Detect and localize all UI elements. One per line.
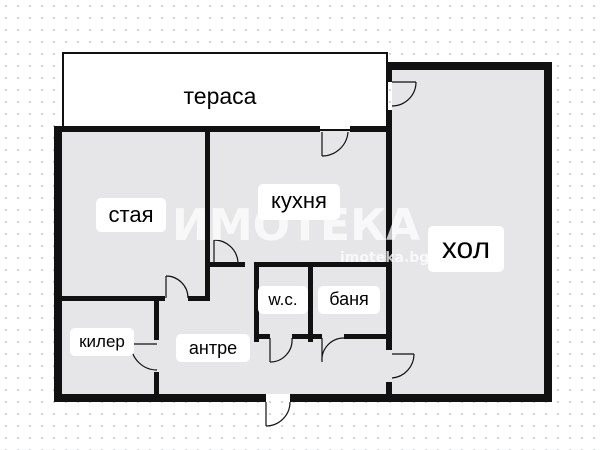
- room-door: [165, 275, 189, 299]
- entry-label-box: [176, 334, 250, 362]
- entry-label: антре: [189, 338, 237, 358]
- storage-label: килер: [79, 332, 125, 351]
- bath-label-box: [318, 286, 380, 314]
- bath-door: [321, 337, 345, 363]
- room-label-box: [96, 198, 166, 232]
- room-labels: тераса стая кухня хол килер антре w.c. б…: [70, 78, 504, 362]
- watermark-site: imoteka.bg: [340, 250, 429, 266]
- wc-door: [269, 337, 293, 363]
- hall-label-box: [428, 226, 504, 272]
- kitchen-door: [213, 239, 239, 263]
- kitchen-terrace-door: [321, 131, 349, 157]
- interior-walls: [62, 130, 386, 396]
- kitchen-label: кухня: [271, 188, 327, 213]
- room-label: стая: [109, 202, 154, 227]
- kitchen-label-box: [258, 184, 340, 220]
- bath-label: баня: [329, 289, 369, 309]
- doors: [130, 81, 417, 427]
- terrace-hall-door: [391, 81, 417, 107]
- entrance-door: [265, 401, 291, 427]
- terrace-label-box: [166, 78, 274, 116]
- hall-door: [391, 353, 415, 379]
- exterior-walls: [54, 62, 552, 402]
- wc-label-box: [258, 286, 308, 314]
- terrace-label: тераса: [184, 83, 257, 109]
- wc-label: w.c.: [267, 290, 297, 309]
- storage-label-box: [70, 328, 134, 356]
- hall-label: хол: [442, 232, 490, 265]
